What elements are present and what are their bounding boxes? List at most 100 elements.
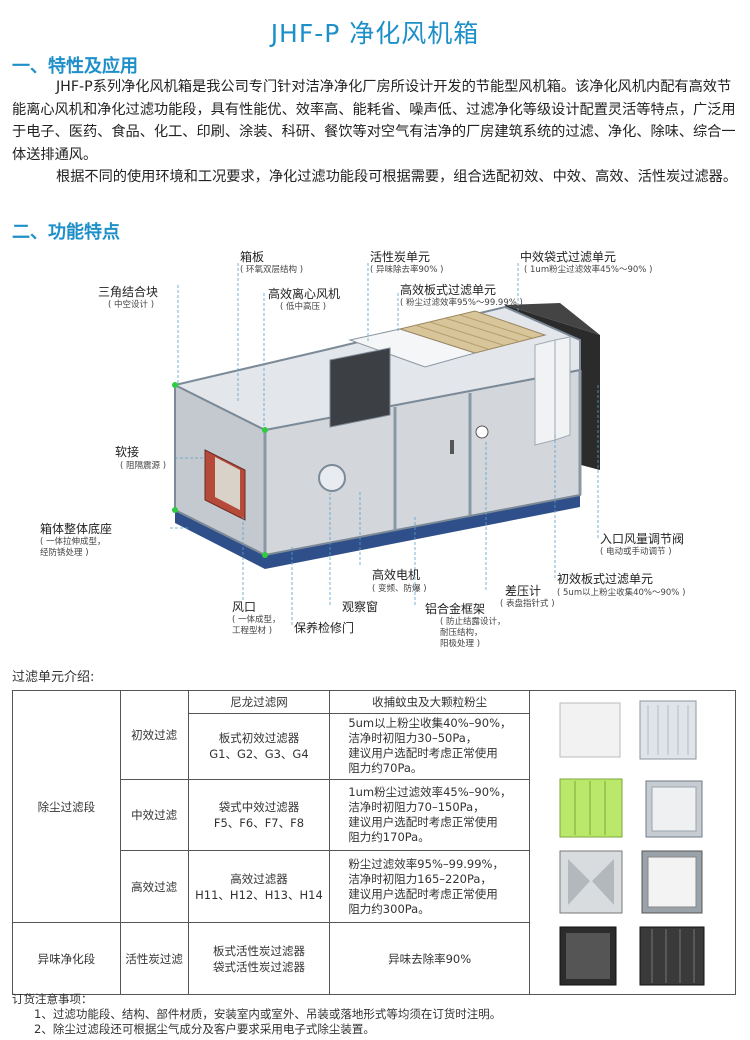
section-heading-function: 二、功能特点 (12, 222, 120, 243)
label-aluminum-frame-note-2: 耐压结构， (440, 628, 483, 638)
group-dust: 除尘过滤段 (12, 689, 121, 924)
observation-window (318, 464, 346, 492)
filter-desc-cell: 5um以上粉尘收集40%–90%， 洁净时初阻力30–50Pa， 建议用户选配时… (329, 713, 530, 780)
hepa-box-image (645, 780, 703, 838)
label-centrifugal-fan: 高效离心风机 (268, 287, 341, 301)
label-aluminum-frame: 铝合金框架 (425, 602, 486, 616)
label-diff-pressure-gauge: 差压计 (505, 584, 542, 598)
label-hepa-unit: 高效板式过滤单元 (400, 283, 497, 297)
label-triangle-joint: 三角结合块 (98, 285, 159, 299)
bag-filter-image (559, 778, 623, 838)
intro-text-1: JHF-P系列净化风机箱是我公司专门针对洁净净化厂房所设计开发的节能型风机箱。该… (12, 79, 736, 163)
intro-text-2: 根据不同的使用环境和工况要求，净化过滤功能段可根据需要，组合选配初效、中效、高效… (56, 169, 738, 185)
header-cell: 收捕蚊虫及大颗粒粉尘 (329, 689, 530, 715)
desc-line: 阻力约170Pa。 (348, 830, 430, 845)
filter-desc-cell: 异味去除率90% (329, 922, 530, 995)
carbon-panel-image (559, 926, 617, 986)
desc-line: 洁净时初阻力165–220Pa， (348, 871, 492, 886)
stage-cell: 中效过滤 (119, 778, 189, 852)
filter-table-intro: 过滤单元介绍: (12, 670, 95, 685)
stage-cell: 初效过滤 (119, 690, 189, 780)
filter-grade: G1、G2、G3、G4 (209, 747, 309, 762)
label-primary-filter-note: ( 5um以上粉尘收集40%～90% ) (557, 588, 686, 598)
label-motor-note: ( 变频、防爆 ) (372, 584, 427, 594)
carbon-bag-image (639, 926, 705, 986)
label-diff-pressure-gauge-note: ( 表盘指针式 ) (500, 599, 555, 609)
label-hepa-unit-note: ( 粉尘过滤效率95%～99.99% ) (400, 298, 523, 308)
stage-cell: 活性炭过滤 (119, 922, 189, 995)
filter-desc-cell: 1um粉尘过滤效率45%–90%， 洁净时初阻力70–150Pa， 建议用户选配… (329, 778, 530, 852)
section-heading-features: 一、特性及应用 (12, 56, 138, 77)
filter-photos (559, 700, 705, 986)
filter-type-cell: 袋式中效过滤器 F5、F6、F7、F8 (187, 778, 331, 852)
label-carbon-unit: 活性炭单元 (370, 250, 431, 264)
label-flex-connector: 软接 (115, 445, 140, 459)
filter-type-cell: 板式初效过滤器 G1、G2、G3、G4 (187, 713, 331, 780)
desc-line: 建议用户选配时考虑正常使用 (348, 746, 498, 761)
filter-desc-cell: 粉尘过滤效率95%–99.99%， 洁净时初阻力165–220Pa， 建议用户选… (329, 850, 530, 924)
fan-grille (329, 347, 391, 428)
table-row: 中效过滤 袋式中效过滤器 F5、F6、F7、F8 1um粉尘过滤效率45%–90… (13, 778, 736, 852)
note-item: 2、除尘过滤段还可根据尘气成分及客户要求采用电子式除尘装置。 (34, 1022, 375, 1036)
desc-line: 异味去除率90% (388, 951, 472, 966)
filter-type-cell: 高效过滤器 H11、H12、H13、H14 (187, 850, 331, 924)
label-maintenance-door: 保养检修门 (294, 621, 355, 635)
table-row: 板式初效过滤器 G1、G2、G3、G4 5um以上粉尘收集40%–90%， 洁净… (13, 713, 736, 780)
note-item: 1、过滤功能段、结构、部件材质，安装室内或室外、吊装或落地形式等均须在订货时注明… (34, 1007, 502, 1021)
label-aluminum-frame-note-3: 阳极处理 ) (440, 639, 481, 649)
desc-line: 建议用户选配时考虑正常使用 (348, 886, 498, 901)
desc-line: 洁净时初阻力30–50Pa， (348, 731, 478, 746)
header-cell: 尼龙过滤网 (187, 689, 331, 715)
table-row: 异味净化段 活性炭过滤 板式活性炭过滤器 袋式活性炭过滤器 异味去除率90% (12, 922, 736, 995)
v-bank-filter-image (559, 850, 623, 914)
label-base: 箱体整体底座 (40, 522, 113, 536)
label-bag-filter-unit-note: ( 1um粉尘过滤效率45%～90% ) (524, 265, 653, 275)
label-outlet-note-1: ( 一体成型， (232, 615, 281, 625)
filter-grade: H11、H12、H13、H14 (195, 887, 323, 902)
label-box-panel-note: ( 环氧双层结构 ) (240, 265, 304, 275)
filter-table: 除尘过滤段 初效过滤 尼龙过滤网 收捕蚊虫及大颗粒粉尘 (12, 689, 737, 995)
door-handle (450, 440, 454, 454)
unit-diagram: 三角结合块 ( 中空设计 ) 箱板 ( 环氧双层结构 ) 高效离心风机 ( 低中… (0, 245, 750, 655)
filter-images (528, 690, 737, 995)
group-odor: 异味净化段 (12, 922, 121, 995)
label-centrifugal-fan-note: ( 低中高压 ) (280, 302, 327, 312)
page-title: JHF-P 净化风机箱 (270, 19, 480, 48)
desc-line: 5um以上粉尘收集40%–90%， (348, 716, 512, 731)
label-aluminum-frame-note-1: ( 防止结露设计， (440, 617, 506, 627)
filter-grade: 袋式活性炭过滤器 (212, 959, 305, 974)
table-row: 高效过滤 高效过滤器 H11、H12、H13、H14 粉尘过滤效率95%–99.… (13, 850, 736, 924)
desc-line: 建议用户选配时考虑正常使用 (348, 815, 498, 830)
stage-cell: 高效过滤 (119, 850, 189, 924)
desc-line: 阻力约300Pa。 (348, 901, 430, 916)
hepa-unit (398, 310, 547, 354)
pressure-gauge (475, 425, 489, 439)
filter-type-cell: 板式活性炭过滤器 袋式活性炭过滤器 (187, 922, 331, 995)
desc-line: 粉尘过滤效率95%–99.99%， (348, 856, 504, 871)
filter-name: 袋式中效过滤器 (218, 800, 300, 815)
table-row: 除尘过滤段 初效过滤 尼龙过滤网 收捕蚊虫及大颗粒粉尘 (12, 689, 737, 995)
label-inlet-damper: 入口风量调节阀 (600, 532, 685, 546)
desc-line: 1um粉尘过滤效率45%–90%， (348, 785, 512, 800)
label-carbon-unit-note: ( 异味除去率90% ) (370, 265, 444, 275)
label-base-note-1: ( 一体拉伸成型， (40, 537, 106, 547)
filter-name: 板式活性炭过滤器 (212, 943, 305, 958)
label-bag-filter-unit: 中效袋式过滤单元 (520, 250, 617, 264)
label-box-panel: 箱板 (240, 250, 265, 264)
notes-title: 订货注意事项： (12, 992, 93, 1006)
label-outlet-note-2: 工程型材 ) (232, 626, 273, 636)
intro-paragraph-1: JHF-P系列净化风机箱是我公司专门针对洁净净化厂房所设计开发的节能型风机箱。该… (12, 76, 737, 166)
label-observation-window: 观察窗 (342, 600, 379, 614)
label-flex-connector-note: ( 阻隔震源 ) (120, 461, 167, 471)
filter-name: 板式初效过滤器 (218, 731, 300, 746)
filter-grade: F5、F6、F7、F8 (213, 816, 305, 831)
label-primary-filter: 初效板式过滤单元 (557, 572, 654, 586)
desc-line: 洁净时初阻力70–150Pa， (348, 800, 485, 815)
label-triangle-joint-note: ( 中空设计 ) (108, 300, 155, 310)
panel-filter-image (559, 702, 621, 758)
label-motor: 高效电机 (372, 568, 421, 582)
hepa-deep-image (641, 850, 703, 914)
desc-line: 阻力约70Pa。 (348, 761, 423, 776)
unit-illustration (170, 263, 600, 625)
label-base-note-2: 经防锈处理 ) (40, 548, 89, 558)
